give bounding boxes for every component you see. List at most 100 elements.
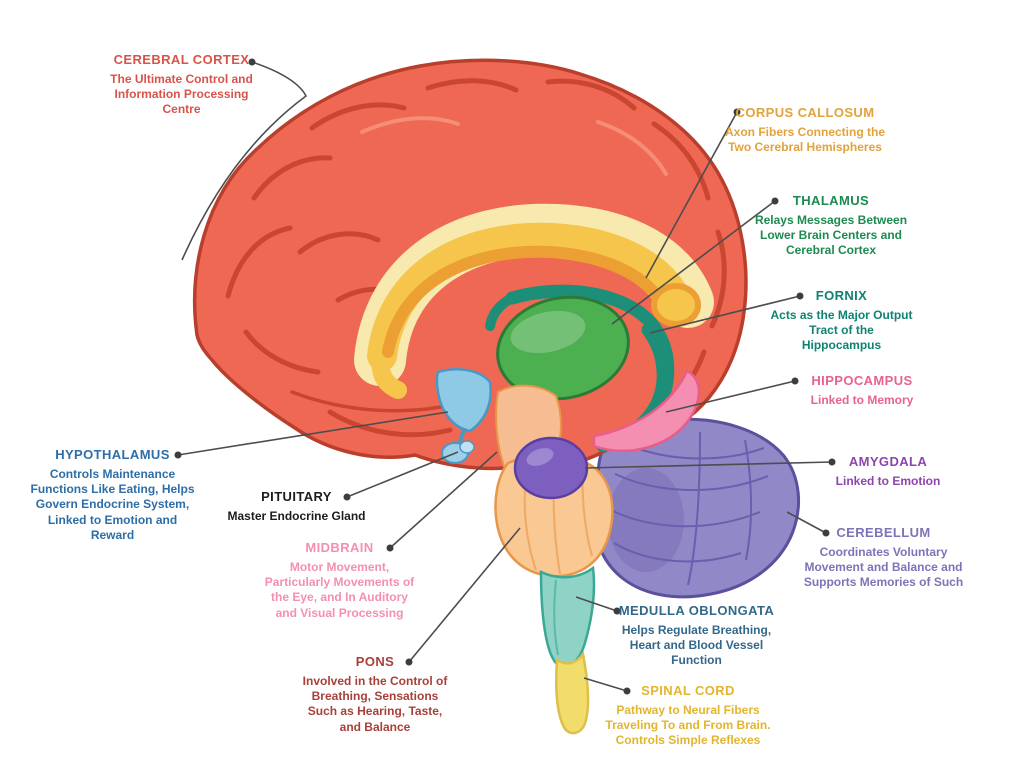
label-dot-cerebral-cortex bbox=[248, 58, 256, 66]
label-title-thalamus: THALAMUS bbox=[792, 193, 870, 208]
leader-lines bbox=[177, 61, 833, 692]
gyrus-line bbox=[243, 329, 321, 375]
label-desc-hippocampus: Linked to Memory bbox=[810, 393, 914, 407]
cerebellum-folds bbox=[606, 431, 769, 586]
pituitary-lobe bbox=[459, 440, 475, 454]
leader-line-fornix bbox=[649, 295, 801, 334]
cerebellum-deep-region bbox=[608, 468, 684, 572]
gyrus-line bbox=[545, 78, 637, 111]
leader-line-pons bbox=[408, 527, 521, 663]
cerebellum-fold-line bbox=[606, 507, 761, 528]
label-amygdala: AMYGDALA Linked to Emotion bbox=[808, 454, 968, 489]
label-dot-spinal-cord bbox=[623, 687, 631, 695]
gyrus-line bbox=[651, 121, 711, 201]
label-title-cerebellum: CEREBELLUM bbox=[836, 525, 931, 540]
amygdala-highlight bbox=[526, 448, 554, 466]
amygdala-group bbox=[513, 436, 589, 500]
label-dot-fornix bbox=[796, 292, 804, 300]
label-desc-hypothalamus: Controls Maintenance Functions Like Eati… bbox=[30, 467, 195, 542]
leader-line-hippocampus bbox=[665, 380, 796, 413]
label-title-hippocampus: HIPPOCAMPUS bbox=[811, 373, 913, 388]
leader-line-pituitary bbox=[346, 451, 459, 498]
label-desc-amygdala: Linked to Emotion bbox=[835, 474, 941, 488]
hypothalamus-shape bbox=[435, 368, 492, 433]
corpus-callosum-splenium bbox=[651, 283, 701, 327]
label-dot-medulla bbox=[613, 607, 621, 615]
label-dot-cerebellum bbox=[822, 529, 830, 537]
leader-line-cerebellum bbox=[786, 511, 827, 534]
gyrus-line bbox=[327, 409, 453, 438]
gyrus-line bbox=[225, 225, 293, 299]
hippocampus-shape bbox=[592, 369, 701, 453]
label-cerebellum: CEREBELLUM Coordinates Voluntary Movemen… bbox=[801, 525, 966, 591]
label-pons: PONS Involved in the Control of Breathin… bbox=[300, 654, 450, 735]
label-desc-corpus-callosum: Axon Fibers Connecting the Two Cerebral … bbox=[725, 125, 886, 155]
leader-line-amygdala bbox=[584, 461, 833, 469]
thalamus-highlight bbox=[510, 310, 586, 354]
label-pituitary: PITUITARY Master Endocrine Gland bbox=[219, 489, 374, 524]
label-spinal-cord: SPINAL CORD Pathway to Neural Fibers Tra… bbox=[603, 683, 773, 749]
leader-line-thalamus bbox=[611, 200, 776, 325]
medulla-oblongata-shape bbox=[539, 565, 596, 668]
label-title-pons: PONS bbox=[355, 654, 395, 669]
label-desc-pons: Involved in the Control of Breathing, Se… bbox=[302, 674, 448, 734]
label-medulla-oblongata: MEDULLA OBLONGATA Helps Regulate Breathi… bbox=[614, 603, 779, 669]
label-dot-pituitary bbox=[343, 493, 351, 501]
cerebrum-gyri bbox=[225, 78, 727, 438]
leader-line-medulla bbox=[575, 596, 618, 612]
label-dots bbox=[174, 58, 836, 695]
label-title-midbrain: MIDBRAIN bbox=[305, 540, 374, 555]
corpus-callosum-genu bbox=[371, 347, 407, 399]
label-title-amygdala: AMYGDALA bbox=[848, 454, 928, 469]
corpus-callosum-inner-band bbox=[382, 245, 669, 358]
cerebellum-fold-line bbox=[613, 542, 742, 563]
label-title-cerebral-cortex: CEREBRAL CORTEX bbox=[113, 52, 250, 67]
corpus-callosum-shape bbox=[367, 222, 694, 371]
cerebellum-fold-line bbox=[744, 439, 753, 561]
corpus-callosum-group bbox=[354, 203, 714, 399]
label-dot-corpus-callosum bbox=[733, 108, 741, 116]
label-title-fornix: FORNIX bbox=[815, 288, 868, 303]
gyrus-line bbox=[425, 78, 519, 93]
medulla-striation-line bbox=[553, 579, 559, 656]
label-dot-amygdala bbox=[828, 458, 836, 466]
lateral-fissure-line bbox=[290, 390, 458, 413]
leader-line-midbrain bbox=[389, 451, 498, 549]
label-cerebral-cortex: CEREBRAL CORTEX The Ultimate Control and… bbox=[104, 52, 259, 118]
label-desc-midbrain: Motor Movement, Particularly Movements o… bbox=[264, 560, 415, 620]
label-desc-cerebellum: Coordinates Voluntary Movement and Balan… bbox=[803, 545, 964, 590]
label-desc-pituitary: Master Endocrine Gland bbox=[227, 509, 366, 523]
label-title-spinal-cord: SPINAL CORD bbox=[641, 683, 735, 698]
fornix-column bbox=[485, 293, 517, 331]
spinal-cord-shape bbox=[555, 650, 590, 735]
label-dot-hippocampus bbox=[791, 377, 799, 385]
label-dot-pons bbox=[405, 658, 413, 666]
label-title-medulla-oblongata: MEDULLA OBLONGATA bbox=[618, 603, 775, 618]
label-corpus-callosum: CORPUS CALLOSUM Axon Fibers Connecting t… bbox=[725, 105, 885, 155]
label-desc-cerebral-cortex: The Ultimate Control and Information Pro… bbox=[110, 72, 253, 117]
highlight-line bbox=[596, 120, 668, 176]
label-midbrain: MIDBRAIN Motor Movement, Particularly Mo… bbox=[262, 540, 417, 621]
label-title-hypothalamus: HYPOTHALAMUS bbox=[55, 447, 170, 462]
label-dot-thalamus bbox=[771, 197, 779, 205]
gyrus-line bbox=[251, 155, 333, 201]
label-thalamus: THALAMUS Relays Messages Between Lower B… bbox=[751, 193, 911, 259]
label-desc-fornix: Acts as the Major Output Tract of the Hi… bbox=[770, 308, 913, 353]
leader-line-spinal-cord bbox=[583, 677, 628, 692]
thalamus-shape bbox=[496, 295, 630, 401]
gyrus-line bbox=[309, 102, 407, 131]
amygdala-shape bbox=[513, 436, 589, 500]
gyrus-line bbox=[297, 231, 381, 255]
leader-arc-cerebral-cortex bbox=[181, 61, 308, 261]
label-title-pituitary: PITUITARY bbox=[261, 489, 332, 504]
medulla-group bbox=[539, 565, 596, 668]
label-desc-thalamus: Relays Messages Between Lower Brain Cent… bbox=[754, 213, 908, 258]
pituitary-stalk bbox=[457, 428, 466, 446]
label-title-corpus-callosum: CORPUS CALLOSUM bbox=[735, 105, 875, 120]
thalamus-group bbox=[496, 295, 630, 401]
leader-line-corpus-callosum bbox=[645, 111, 738, 279]
label-hypothalamus: HYPOTHALAMUS Controls Maintenance Functi… bbox=[25, 447, 200, 543]
leader-line-hypothalamus bbox=[177, 411, 449, 456]
